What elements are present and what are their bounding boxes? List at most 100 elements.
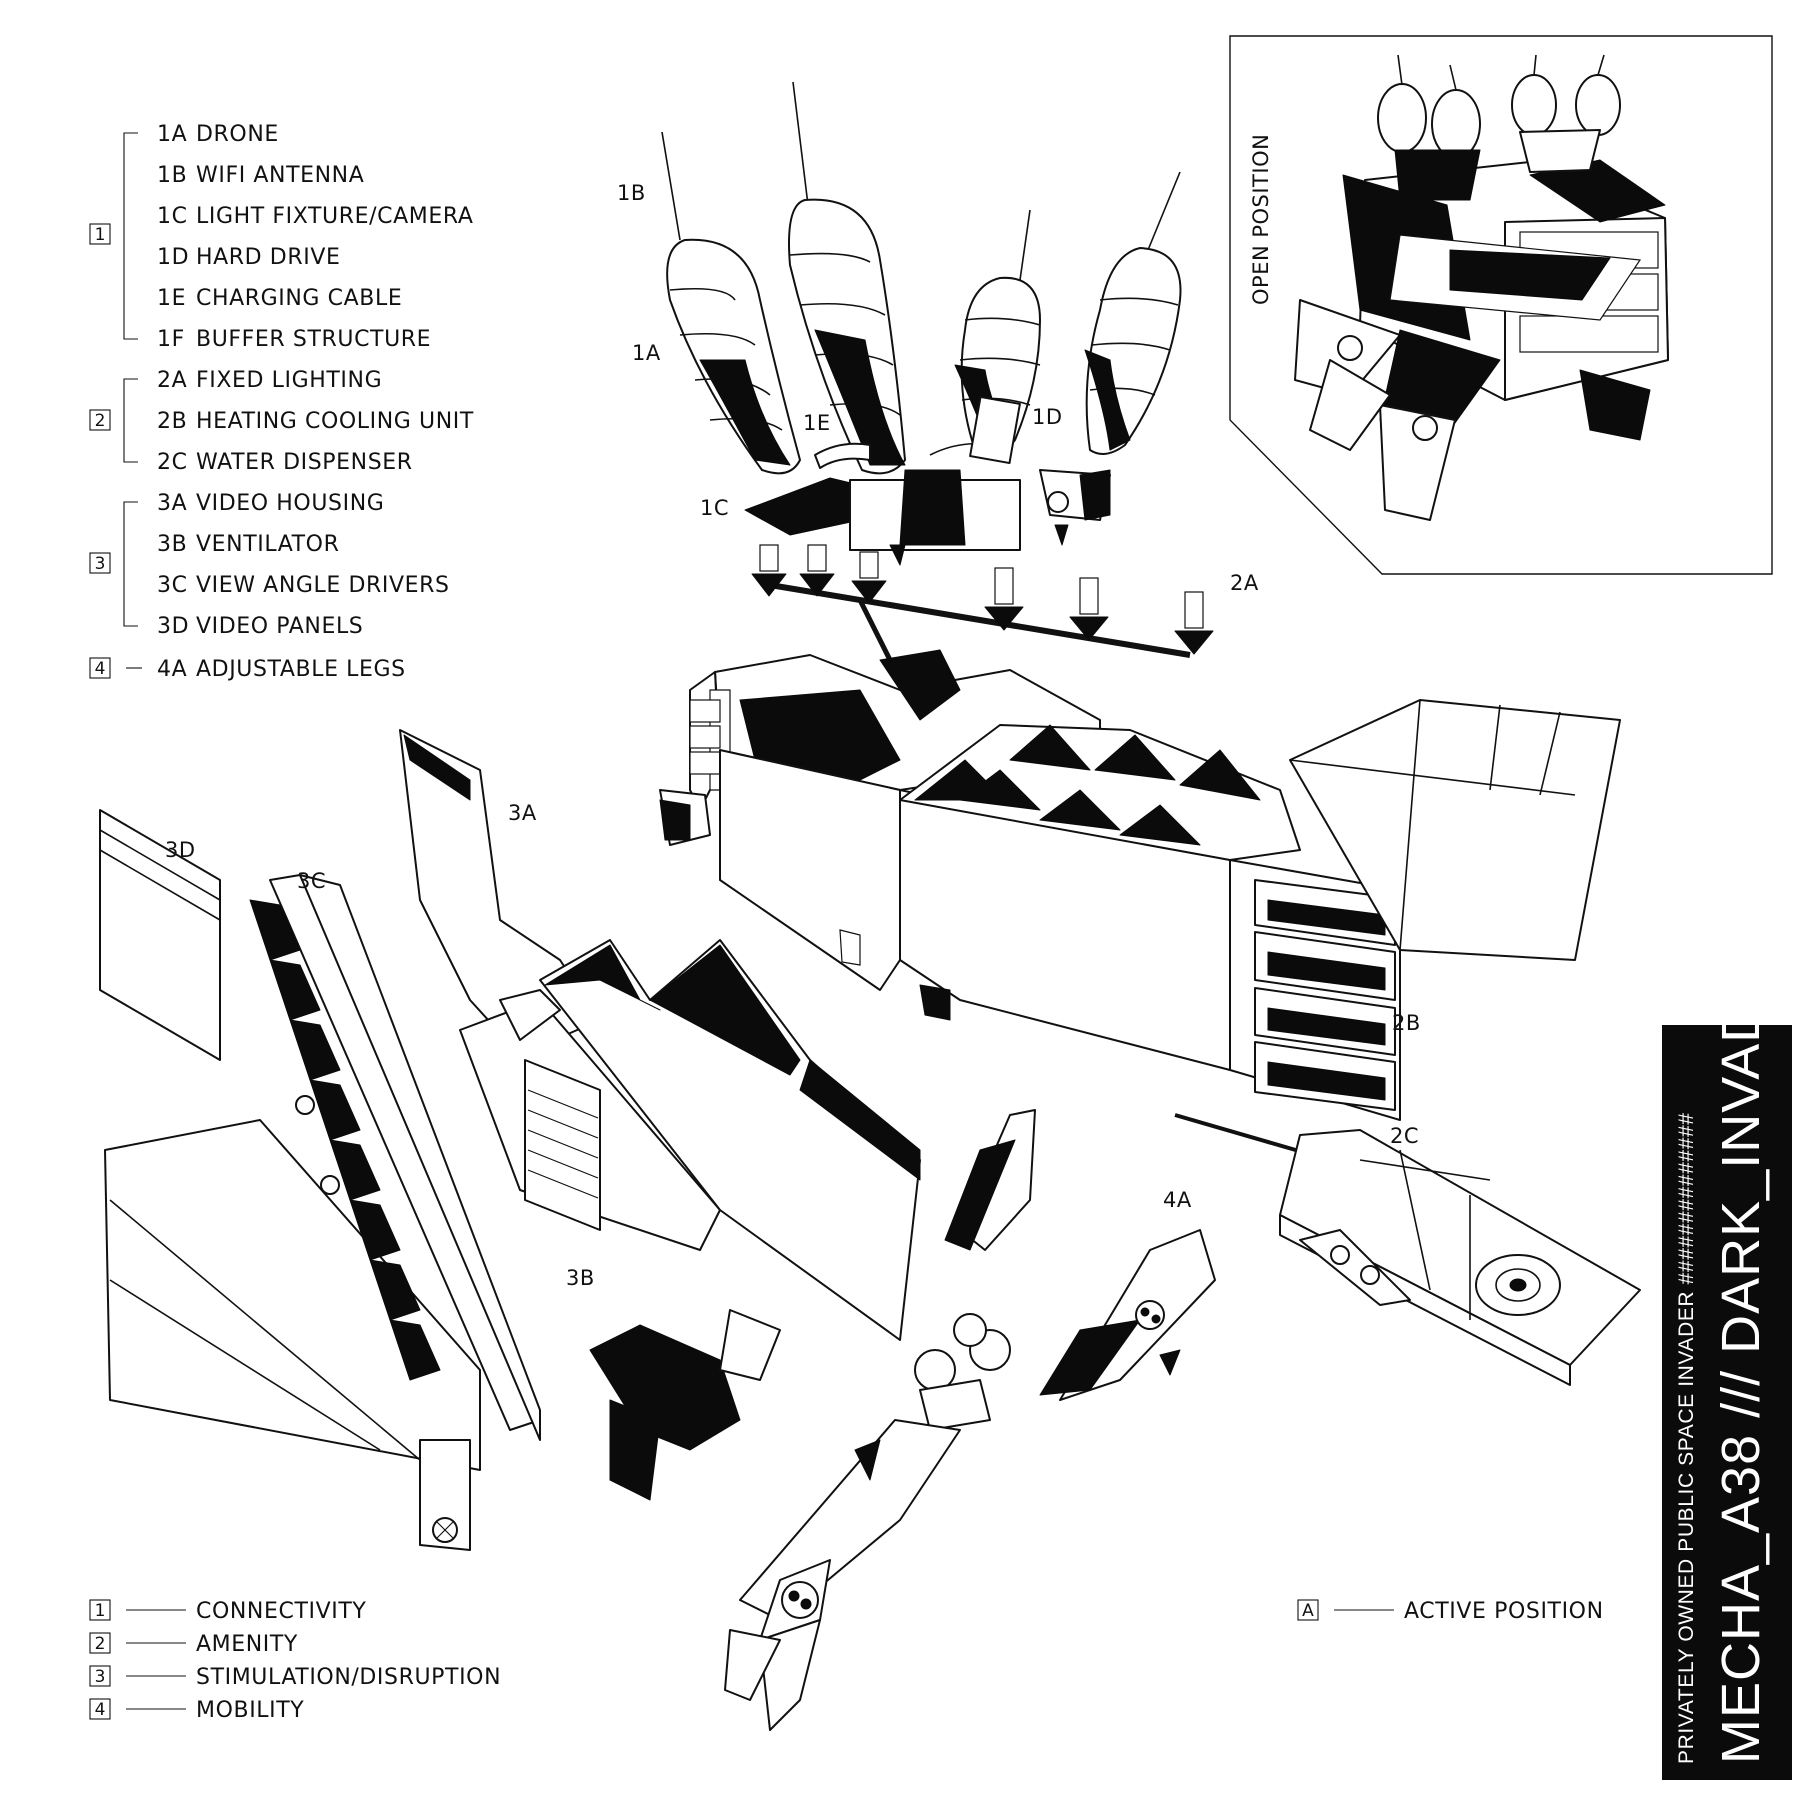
svg-text:1: 1 (95, 1601, 106, 1621)
drone-2 (788, 198, 906, 475)
svg-text:1B: 1B (157, 163, 187, 188)
legend-item-4a: 4A ADJUSTABLE LEGS (157, 657, 406, 682)
legend-item-1d: 1D HARD DRIVE (157, 245, 340, 270)
svg-text:CONNECTIVITY: CONNECTIVITY (196, 1599, 366, 1624)
svg-text:CHARGING CABLE: CHARGING CABLE (196, 286, 402, 311)
svg-text:4: 4 (95, 1700, 106, 1720)
svg-text:AMENITY: AMENITY (196, 1632, 298, 1657)
svg-text:LIGHT FIXTURE/CAMERA: LIGHT FIXTURE/CAMERA (196, 204, 473, 229)
legend-item-3d: 3D VIDEO PANELS (157, 614, 363, 639)
svg-text:2A: 2A (157, 368, 187, 393)
water-dispenser (1174, 1113, 1641, 1386)
legend-item-1e: 1E CHARGING CABLE (157, 286, 402, 311)
light-6 (1174, 591, 1214, 655)
legend-group-3-box (89, 552, 111, 574)
svg-text:3A: 3A (157, 491, 187, 516)
category-key: 1 CONNECTIVITY 2 AMENITY 3 STIMULATION/D… (89, 1599, 501, 1723)
svg-text:4A: 4A (157, 657, 187, 682)
svg-text:ADJUSTABLE LEGS: ADJUSTABLE LEGS (196, 657, 406, 682)
drone-1 (666, 238, 801, 475)
category-stimulation-disruption: 3 STIMULATION/DISRUPTION (89, 1665, 501, 1690)
legend-group-1-box (89, 223, 111, 245)
legend-item-3c: 3C VIEW ANGLE DRIVERS (157, 573, 450, 598)
callout-3d: 3D (165, 838, 196, 862)
svg-text:1A: 1A (157, 122, 187, 147)
active-position-key: A ACTIVE POSITION (1297, 1599, 1604, 1624)
svg-text:ACTIVE POSITION: ACTIVE POSITION (1404, 1599, 1604, 1624)
open-position-label: OPEN POSITION (1249, 134, 1273, 305)
category-amenity: 2 AMENITY (89, 1632, 298, 1657)
legend-item-3b: 3B VENTILATOR (157, 532, 339, 557)
callout-2a: 2A (1230, 571, 1259, 595)
callout-1c: 1C (700, 496, 729, 520)
svg-text:VENTILATOR: VENTILATOR (196, 532, 339, 557)
legend-group-4-box (89, 657, 111, 679)
wifi-antenna-4 (1147, 171, 1181, 251)
svg-text:HEATING COOLING UNIT: HEATING COOLING UNIT (196, 409, 474, 434)
callout-2c: 2C (1390, 1124, 1419, 1148)
svg-text:BUFFER STRUCTURE: BUFFER STRUCTURE (196, 327, 431, 352)
svg-text:1D: 1D (157, 245, 189, 270)
svg-text:HARD DRIVE: HARD DRIVE (196, 245, 340, 270)
legend-group-2-box (89, 409, 111, 431)
svg-text:2C: 2C (157, 450, 188, 475)
light-2 (799, 544, 835, 597)
legend-item-1b: 1B WIFI ANTENNA (157, 163, 364, 188)
adjustable-legs (724, 1109, 1216, 1731)
wifi-antenna-3 (1019, 209, 1031, 281)
legend-item-1c: 1C LIGHT FIXTURE/CAMERA (157, 204, 473, 229)
callout-1b: 1B (617, 181, 646, 205)
video-panels-view-angle-drivers (99, 809, 541, 1551)
callout-3a: 3A (508, 801, 537, 825)
legend-item-3a: 3A VIDEO HOUSING (157, 491, 384, 516)
callout-1d: 1D (1032, 405, 1063, 429)
svg-text:1E: 1E (157, 286, 186, 311)
buffer-structure-chassis (659, 649, 1621, 1121)
svg-text:VIDEO HOUSING: VIDEO HOUSING (196, 491, 384, 516)
legend-group-2-number: 2 (95, 411, 106, 431)
legend-item-1a: 1A DRONE (157, 122, 278, 147)
svg-text:3D: 3D (157, 614, 189, 639)
light-4 (984, 567, 1024, 631)
callout-2b: 2B (1392, 1011, 1421, 1035)
video-housing-ventilator (399, 729, 921, 1501)
title-bar: PRIVATELY OWNED PUBLIC SPACE INVADER ###… (1662, 925, 1792, 1780)
open-position-inset: OPEN POSITION (1229, 35, 1773, 575)
project-subtitle: PRIVATELY OWNED PUBLIC SPACE INVADER ###… (1675, 1112, 1698, 1764)
project-title: MECHA_A38 /// DARK_INVADER (1711, 925, 1771, 1764)
svg-text:2: 2 (95, 1634, 106, 1654)
legend-group-4-number: 4 (95, 659, 106, 679)
svg-text:WIFI ANTENNA: WIFI ANTENNA (196, 163, 364, 188)
svg-text:VIEW ANGLE DRIVERS: VIEW ANGLE DRIVERS (196, 573, 450, 598)
fixed-lighting-row (751, 544, 1214, 662)
svg-text:1F: 1F (157, 327, 185, 352)
callout-4a: 4A (1163, 1188, 1192, 1212)
light-5 (1069, 577, 1109, 641)
wifi-antenna-2 (792, 81, 809, 206)
title-block: PRIVATELY OWNED PUBLIC SPACE INVADER ###… (1662, 925, 1792, 1780)
light-3 (851, 551, 887, 604)
category-connectivity: 1 CONNECTIVITY (89, 1599, 366, 1624)
open-position-mecha-illustration (1294, 54, 1669, 521)
legend-group-3-number: 3 (95, 554, 106, 574)
svg-text:1C: 1C (157, 204, 188, 229)
legend-group-1-number: 1 (95, 225, 106, 245)
svg-text:VIDEO PANELS: VIDEO PANELS (196, 614, 363, 639)
legend-item-2a: 2A FIXED LIGHTING (157, 368, 382, 393)
drone-4 (1084, 247, 1182, 455)
component-legend: 1 1A DRONE 1B WIFI ANTENNA 1C LIGHT FIXT… (89, 122, 474, 682)
svg-text:3B: 3B (157, 532, 187, 557)
svg-text:A: A (1302, 1601, 1314, 1621)
callout-labels: 1B 1A 1C 1E 1D 2A 2B 2C 3A 3B 3C 3D 4A (165, 181, 1421, 1290)
light-fixture-camera-hub (744, 395, 1111, 566)
svg-text:MOBILITY: MOBILITY (196, 1698, 304, 1723)
svg-text:STIMULATION/DISRUPTION: STIMULATION/DISRUPTION (196, 1665, 501, 1690)
legend-item-2c: 2C WATER DISPENSER (157, 450, 412, 475)
category-mobility: 4 MOBILITY (89, 1698, 304, 1723)
callout-1a: 1A (632, 341, 661, 365)
view-angle-driver-row (249, 899, 471, 1551)
drone-cluster (661, 81, 1182, 566)
callout-1e: 1E (803, 411, 831, 435)
svg-text:3C: 3C (157, 573, 188, 598)
